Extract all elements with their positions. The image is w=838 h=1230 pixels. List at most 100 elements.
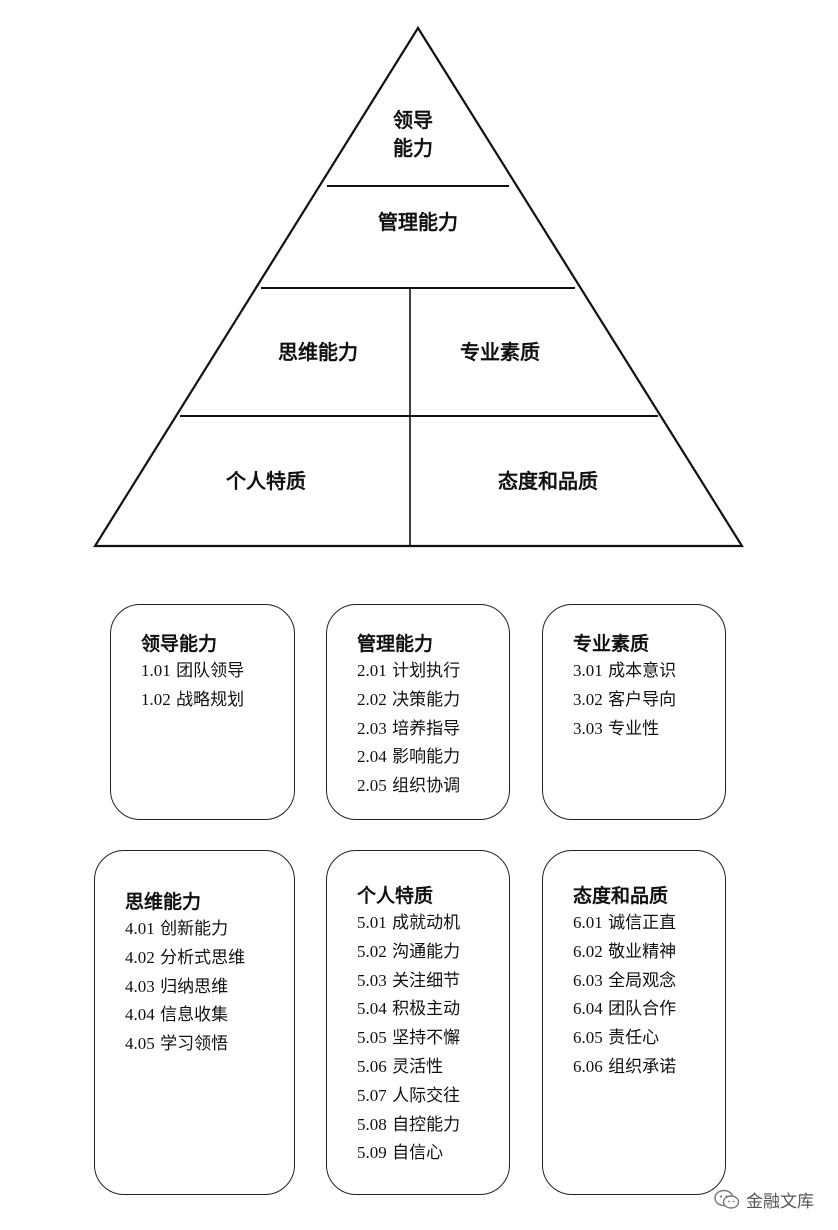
card-item: 4.03 归纳思维 — [125, 973, 245, 1002]
card-item: 3.03 专业性 — [573, 715, 676, 744]
card-title: 管理能力 — [357, 633, 434, 655]
card-item: 6.01 诚信正直 — [573, 909, 676, 938]
card-item-text: 影响能力 — [392, 747, 461, 768]
card-item-code: 2.01 — [357, 661, 387, 680]
card-item-code: 5.01 — [357, 913, 387, 932]
card-item: 6.03 全局观念 — [573, 967, 676, 996]
card-item-code: 1.01 — [141, 661, 171, 680]
card-item-code: 4.01 — [125, 919, 155, 938]
pyramid-label-attitude: 态度和品质 — [498, 469, 598, 493]
pyramid-label-thinking: 思维能力 — [278, 340, 358, 364]
card-title: 个人特质 — [357, 885, 434, 907]
card-item-code: 5.02 — [357, 941, 387, 961]
card-title: 态度和品质 — [573, 885, 669, 907]
card-item-text: 学习领悟 — [160, 1034, 229, 1055]
card-item-text: 专业性 — [608, 718, 660, 739]
watermark-text: 金融文库 — [746, 1192, 814, 1212]
card-item-text: 创新能力 — [160, 919, 229, 939]
card-item-text: 自信心 — [392, 1143, 444, 1164]
card-item-text: 战略规划 — [176, 689, 245, 710]
card-item-code: 3.02 — [573, 689, 603, 709]
card-item-code: 4.02 — [125, 947, 155, 967]
card-item: 5.02 沟通能力 — [357, 938, 460, 967]
card-item-code: 5.05 — [357, 1028, 387, 1048]
card-item-code: 5.04 — [357, 999, 387, 1019]
card-item: 6.04 团队合作 — [573, 995, 676, 1024]
card-title: 思维能力 — [125, 891, 202, 913]
card-item: 4.02 分析式思维 — [125, 944, 245, 973]
card-item-code: 5.07 — [357, 1085, 387, 1105]
card-item-text: 决策能力 — [392, 689, 461, 710]
wechat-icon — [714, 1189, 740, 1209]
competency-pyramid — [93, 25, 744, 548]
card-item-code: 3.01 — [573, 661, 603, 680]
card-item: 5.08 自控能力 — [357, 1111, 460, 1140]
card-item-code: 5.09 — [357, 1143, 387, 1163]
card-item: 4.04 信息收集 — [125, 1001, 245, 1030]
card-item-text: 责任心 — [608, 1028, 660, 1049]
pyramid-outline — [93, 25, 744, 548]
card-item-text: 团队合作 — [608, 999, 677, 1020]
card-item-text: 成就动机 — [392, 913, 461, 933]
card-item-code: 4.03 — [125, 976, 155, 996]
card-item-text: 积极主动 — [392, 999, 461, 1020]
card-item: 1.01 团队领导 — [141, 657, 244, 686]
card-title: 领导能力 — [141, 633, 218, 655]
pyramid-label-management: 管理能力 — [378, 210, 458, 234]
card-item-text: 灵活性 — [392, 1056, 444, 1077]
card-item-text: 培养指导 — [392, 718, 461, 739]
card-item: 5.05 坚持不懈 — [357, 1024, 460, 1053]
card-item-code: 6.06 — [573, 1056, 603, 1076]
card-item: 2.04 影响能力 — [357, 743, 460, 772]
card-item-code: 6.03 — [573, 970, 603, 990]
card-item-text: 诚信正直 — [608, 913, 677, 933]
card-item-code: 4.04 — [125, 1005, 155, 1025]
card-item-text: 组织协调 — [392, 776, 461, 797]
card-item-text: 人际交往 — [392, 1085, 461, 1106]
card-item: 4.05 学习领悟 — [125, 1030, 245, 1059]
card-item-text: 团队领导 — [176, 661, 245, 681]
card-item-code: 2.03 — [357, 718, 387, 738]
card-item-text: 归纳思维 — [160, 976, 229, 997]
card-item-code: 6.05 — [573, 1028, 603, 1048]
card-item: 6.02 敬业精神 — [573, 938, 676, 967]
card-item-code: 3.03 — [573, 718, 603, 738]
card-item-code: 6.01 — [573, 913, 603, 932]
card-item: 1.02 战略规划 — [141, 686, 244, 715]
pyramid-label-personal: 个人特质 — [226, 469, 306, 493]
card-item-text: 全局观念 — [608, 970, 677, 991]
card-item-text: 敬业精神 — [608, 941, 677, 962]
pyramid-label-leadership: 领导 能力 — [378, 106, 448, 162]
card-item: 5.04 积极主动 — [357, 995, 460, 1024]
card-item-text: 信息收集 — [160, 1005, 229, 1026]
card-item: 3.01 成本意识 — [573, 657, 676, 686]
card-item-text: 坚持不懈 — [392, 1028, 461, 1049]
card-item-code: 5.03 — [357, 970, 387, 990]
card-item-text: 自控能力 — [392, 1114, 461, 1135]
card-item-code: 5.08 — [357, 1114, 387, 1134]
card-item-code: 6.02 — [573, 941, 603, 961]
card-item-code: 2.04 — [357, 747, 387, 767]
card-item: 4.01 创新能力 — [125, 915, 245, 944]
card-item: 5.03 关注细节 — [357, 967, 460, 996]
card-item: 6.05 责任心 — [573, 1024, 676, 1053]
card-item: 2.03 培养指导 — [357, 715, 460, 744]
card-item: 5.09 自信心 — [357, 1139, 460, 1168]
card-item-text: 组织承诺 — [608, 1056, 677, 1077]
card-item-code: 2.02 — [357, 689, 387, 709]
card-item: 3.02 客户导向 — [573, 686, 676, 715]
card-title: 专业素质 — [573, 633, 650, 655]
card-item-text: 分析式思维 — [160, 947, 246, 968]
card-item: 2.01 计划执行 — [357, 657, 460, 686]
